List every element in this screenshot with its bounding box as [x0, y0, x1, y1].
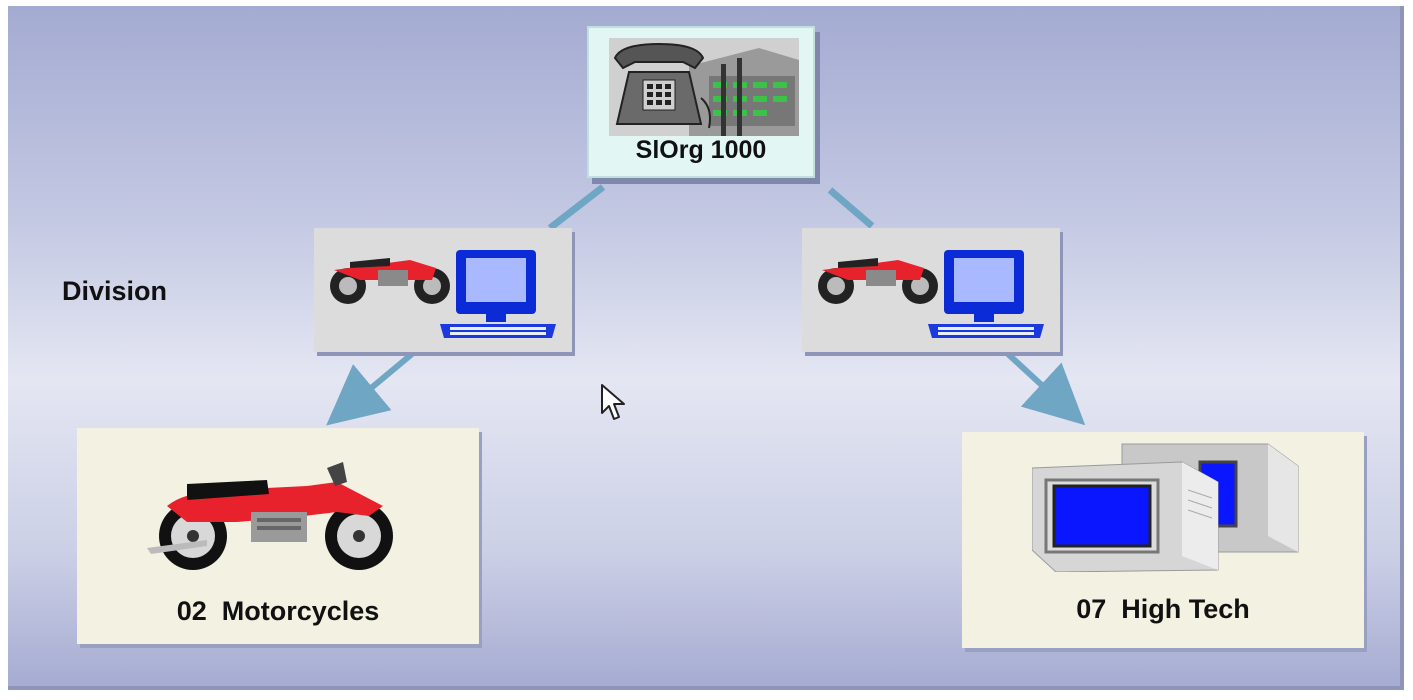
sales-org-label: SlOrg 1000 [635, 136, 767, 164]
motorcycle-icon [147, 462, 393, 570]
motorcycles-label: 02 Motorcycles [176, 596, 380, 626]
telephone-building-icon [609, 38, 799, 136]
high-tech-node[interactable]: 07 High Tech [962, 432, 1364, 648]
motorcycles-node[interactable]: 02 Motorcycles [77, 428, 479, 644]
arrow-division-hightech [1005, 351, 1086, 426]
motorcycle-computer-icon [330, 250, 556, 338]
high-tech-label: 07 High Tech [1076, 594, 1250, 624]
mouse-pointer-icon [601, 384, 625, 420]
division-node-right[interactable] [802, 228, 1060, 352]
motorcycle-computer-icon [818, 250, 1044, 338]
division-node-left[interactable] [314, 228, 572, 352]
division-row-label: Division [62, 276, 168, 306]
arrow-division-motorcycles [326, 351, 414, 426]
sales-org-node[interactable]: SlOrg 1000 [587, 26, 815, 178]
link-org-division-left [547, 184, 606, 231]
link-org-division-right [827, 187, 875, 229]
computer-monitors-icon [1032, 443, 1299, 572]
